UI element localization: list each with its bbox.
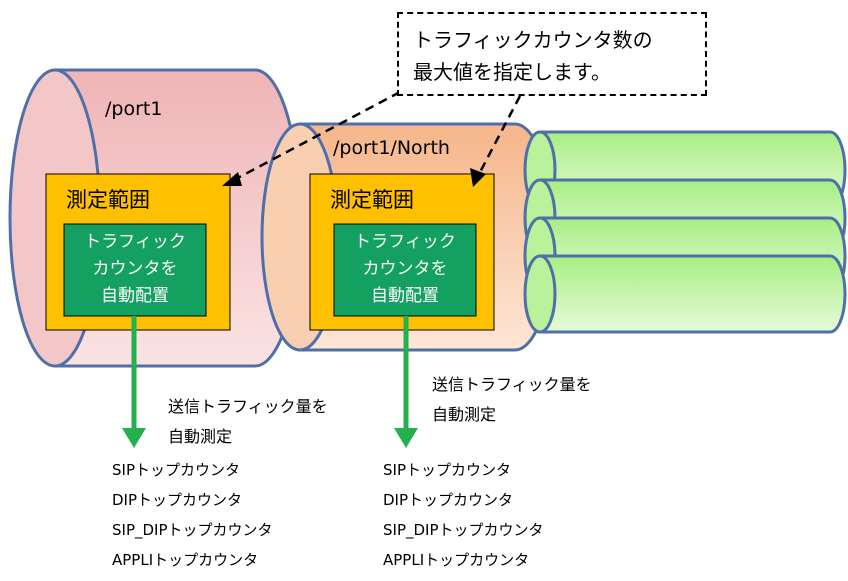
right-down-arrow [394,316,418,448]
left-counter-appli: APPLIトップカウンタ [112,551,259,569]
port1-label: /port1 [105,98,163,120]
left-counter-sip: SIPトップカウンタ [112,461,240,479]
tube-4 [523,254,847,334]
left-counter-sip-dip: SIP_DIPトップカウンタ [112,521,273,539]
callout-text: トラフィックカウンタ数の 最大値を指定します。 [413,24,653,88]
left-inner-line-1: トラフィック [84,232,186,252]
callout-arrow-right [470,95,522,187]
right-counter-sip: SIPトップカウンタ [383,461,511,479]
callout-line-1: トラフィックカウンタ数の [413,28,653,52]
right-counter-dip: DIPトップカウンタ [383,491,514,509]
right-inner-line-2: カウンタを [362,259,448,279]
right-counter-appli: APPLIトップカウンタ [383,551,530,569]
right-caption-line-1: 送信トラフィック量を [432,375,592,394]
left-range-label: 測定範囲 [66,188,150,212]
right-inner-box [333,223,477,317]
right-caption-line-2: 自動測定 [432,405,497,424]
right-inner-line-1: トラフィック [354,232,456,252]
left-down-arrow [122,316,146,448]
tube-bundle [523,130,847,334]
left-counter-dip: DIPトップカウンタ [112,491,243,509]
left-inner-line-3: 自動配置 [101,286,169,306]
callout-line-2: 最大値を指定します。 [413,60,611,84]
left-inner-box [63,223,207,317]
callout-arrow-left [222,90,401,186]
right-caption: 送信トラフィック量を 自動測定 [432,370,592,430]
left-inner-text: トラフィック カウンタを 自動配置 [64,229,206,310]
right-inner-line-3: 自動配置 [371,286,439,306]
north-label: /port1/North [333,137,450,159]
right-range-label: 測定範囲 [330,188,414,212]
callout-box: トラフィックカウンタ数の 最大値を指定します。 [397,12,707,96]
right-inner-text: トラフィック カウンタを 自動配置 [334,229,476,310]
left-counter-list: SIPトップカウンタ DIPトップカウンタ SIP_DIPトップカウンタ APP… [112,455,273,575]
right-counter-sip-dip: SIP_DIPトップカウンタ [383,521,544,539]
left-inner-line-2: カウンタを [92,259,178,279]
right-counter-list: SIPトップカウンタ DIPトップカウンタ SIP_DIPトップカウンタ APP… [383,455,544,575]
left-caption: 送信トラフィック量を 自動測定 [168,392,328,452]
left-caption-line-1: 送信トラフィック量を [168,397,328,416]
left-caption-line-2: 自動測定 [168,427,233,446]
